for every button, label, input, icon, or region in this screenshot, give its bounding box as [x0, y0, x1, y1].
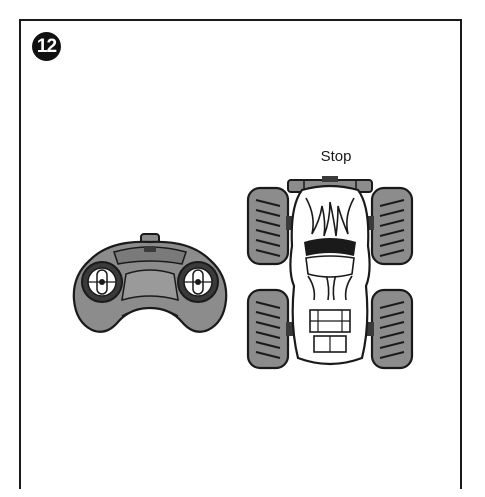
wheel-rear-left	[248, 290, 288, 368]
right-joystick	[178, 262, 218, 302]
remote-controller-icon	[70, 230, 230, 340]
wheel-rear-right	[372, 290, 412, 368]
left-joystick	[82, 262, 122, 302]
wheel-front-left	[248, 188, 288, 264]
wheel-front-right	[372, 188, 412, 264]
monster-truck-icon	[246, 176, 414, 372]
car-state-label: Stop	[306, 148, 366, 165]
step-number-badge: 12	[32, 32, 61, 61]
